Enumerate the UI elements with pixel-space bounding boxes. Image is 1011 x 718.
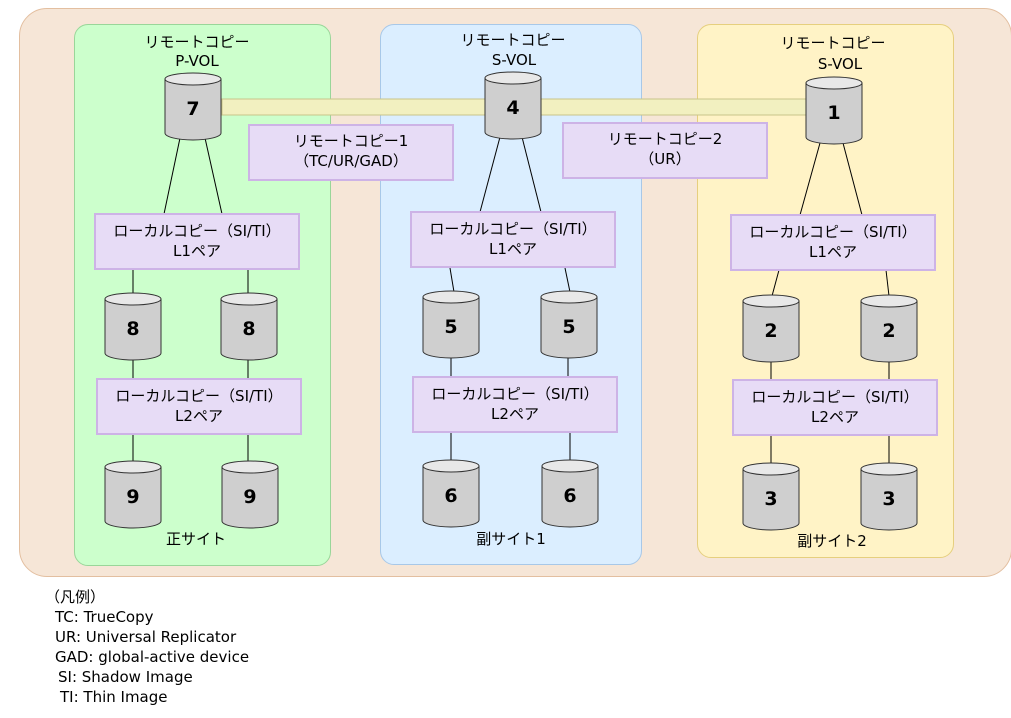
volume-2a: 2: [742, 294, 800, 364]
volume-number: 1: [827, 102, 841, 124]
pair-title: ローカルコピー（SI/TI）: [431, 385, 599, 403]
volume-number: 5: [562, 316, 576, 338]
volume-number: 6: [563, 485, 577, 507]
secondary2-l1-pair-box: ローカルコピー（SI/TI） L1ペア: [730, 214, 936, 271]
pair-level: L1ペア: [489, 240, 537, 258]
pair-level: L1ペア: [809, 243, 857, 261]
legend-item: TC: TrueCopy: [55, 608, 154, 626]
primary-l1-pair-box: ローカルコピー（SI/TI） L1ペア: [94, 213, 300, 270]
primary-remote-copy-label: リモートコピー: [144, 33, 250, 51]
pair-level: L2ペア: [811, 408, 859, 426]
volume-5b: 5: [540, 290, 598, 360]
volume-number: 6: [444, 485, 458, 507]
pair-title: ローカルコピー（SI/TI）: [751, 388, 919, 406]
legend: （凡例） TC: TrueCopy UR: Universal Replicat…: [45, 587, 249, 707]
volume-number: 2: [764, 320, 778, 342]
volume-3b: 3: [860, 462, 918, 532]
secondary2-remote-copy-label: リモートコピー: [780, 34, 886, 52]
secondary1-remote-copy-label: リモートコピー: [460, 31, 566, 49]
remote-pair-title: リモートコピー2: [607, 130, 723, 148]
primary-l2-pair-box: ローカルコピー（SI/TI） L2ペア: [96, 378, 302, 435]
volume-8a: 8: [104, 292, 162, 362]
pair-level: L1ペア: [173, 242, 221, 260]
legend-item: GAD: global-active device: [55, 648, 250, 666]
volume-number: 7: [186, 98, 200, 120]
legend-item: SI: Shadow Image: [58, 668, 193, 686]
volume-5a: 5: [422, 290, 480, 360]
pair-title: ローカルコピー（SI/TI）: [749, 223, 917, 241]
remote-pair-types: （UR）: [639, 150, 691, 168]
legend-item: UR: Universal Replicator: [55, 628, 237, 646]
primary-pvol-label: P-VOL: [175, 52, 219, 70]
volume-number: 9: [126, 486, 140, 508]
volume-number: 5: [444, 316, 458, 338]
volume-8b: 8: [220, 292, 278, 362]
pair-level: L2ペア: [175, 407, 223, 425]
pair-level: L2ペア: [491, 405, 539, 423]
volume-2b: 2: [860, 294, 918, 364]
volume-number: 8: [126, 318, 140, 340]
volume-9a: 9: [104, 460, 162, 530]
legend-title: （凡例）: [45, 588, 106, 606]
volume-number: 9: [243, 486, 257, 508]
volume-cylinder-icon: [164, 72, 222, 141]
secondary1-l1-pair-box: ローカルコピー（SI/TI） L1ペア: [410, 211, 616, 268]
volume-3a: 3: [742, 462, 800, 532]
remote-pair-types: （TC/UR/GAD）: [294, 152, 408, 170]
volume-number: 2: [882, 320, 896, 342]
pair-title: ローカルコピー（SI/TI）: [115, 387, 283, 405]
volume-6b: 6: [541, 459, 599, 529]
volume-4: 4: [484, 71, 542, 141]
secondary2-l2-pair-box: ローカルコピー（SI/TI） L2ペア: [732, 379, 938, 436]
volume-number: 4: [506, 97, 520, 119]
secondary2-site-name: 副サイト2: [797, 532, 867, 550]
volume-7: 7: [164, 72, 222, 142]
remote-pair-title: リモートコピー1: [293, 132, 409, 150]
primary-site-name: 正サイト: [165, 530, 226, 548]
pair-title: ローカルコピー（SI/TI）: [113, 222, 281, 240]
volume-number: 3: [882, 488, 896, 510]
volume-9b: 9: [221, 460, 279, 530]
remote-copy-2-box: リモートコピー2 （UR）: [562, 122, 768, 179]
legend-item: TI: Thin Image: [60, 688, 168, 706]
secondary1-svol-label: S-VOL: [491, 51, 537, 69]
volume-1: 1: [805, 76, 863, 146]
secondary1-l2-pair-box: ローカルコピー（SI/TI） L2ペア: [412, 376, 618, 433]
volume-number: 3: [764, 488, 778, 510]
secondary1-site-name: 副サイト1: [476, 530, 546, 548]
secondary2-svol-label: S-VOL: [817, 55, 863, 73]
volume-6a: 6: [422, 459, 480, 529]
remote-copy-1-box: リモートコピー1 （TC/UR/GAD）: [248, 124, 454, 181]
volume-number: 8: [242, 318, 256, 340]
pair-title: ローカルコピー（SI/TI）: [429, 220, 597, 238]
